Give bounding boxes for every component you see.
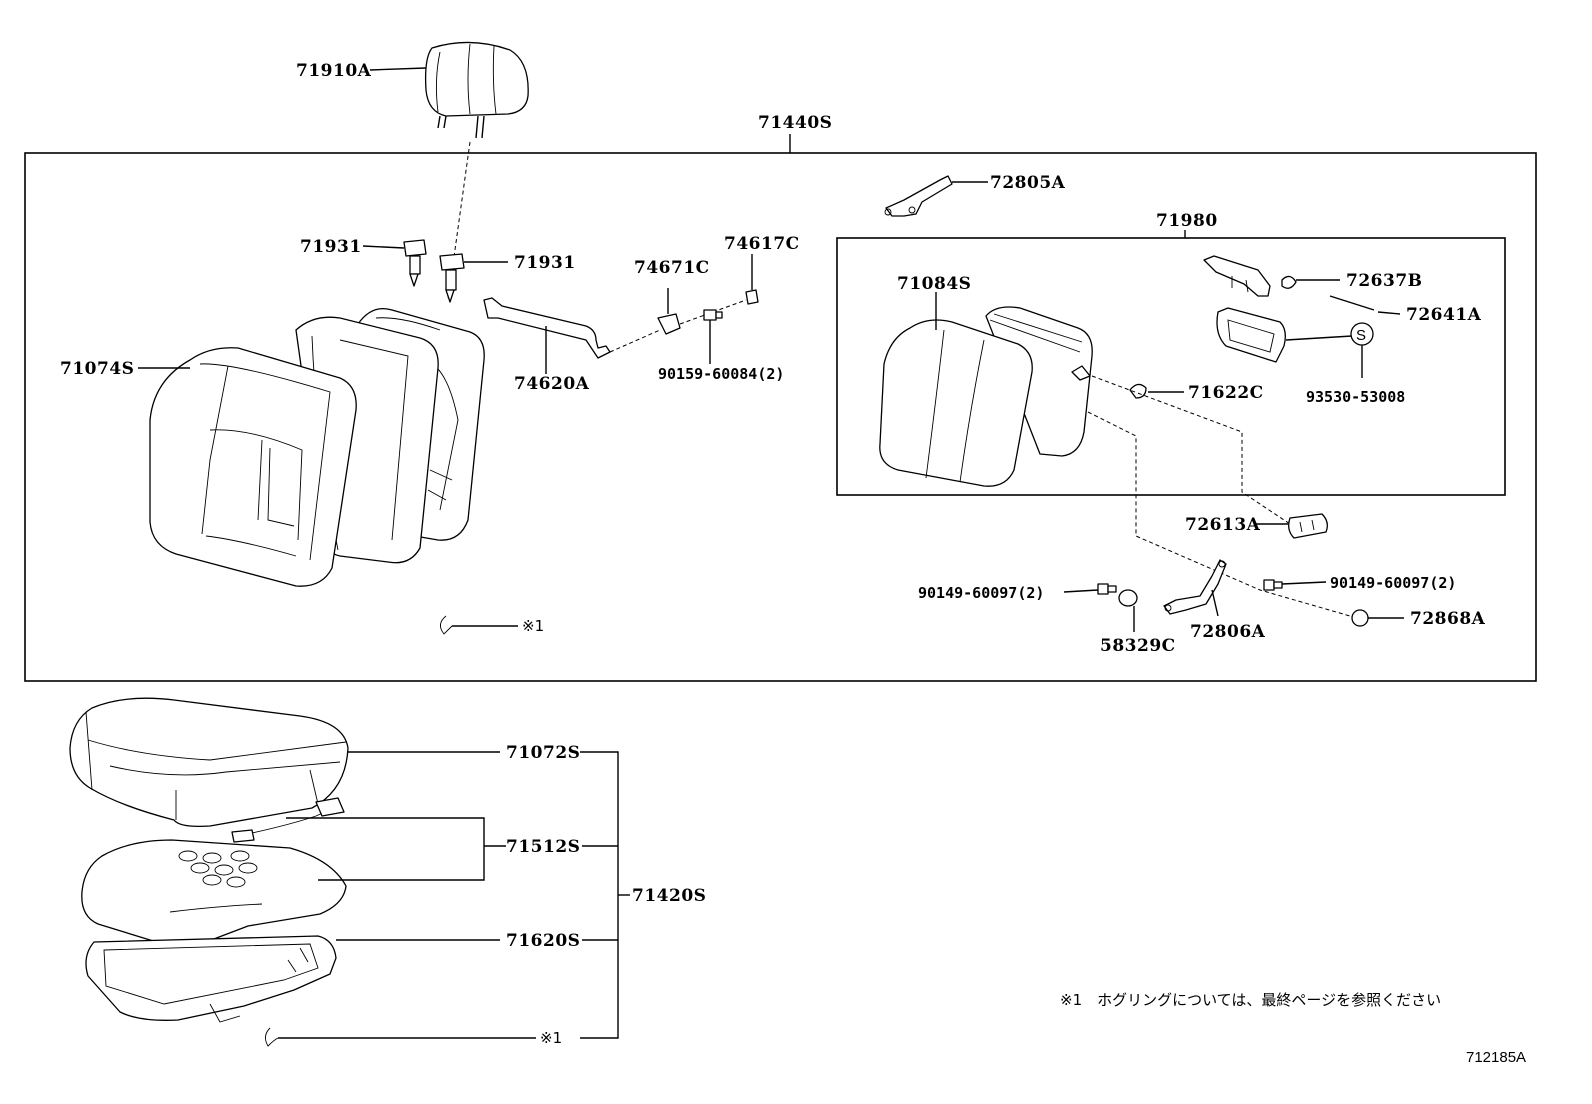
- cover-72637b-illustration: [1203, 255, 1271, 297]
- cushion-pad-label: 71620S: [506, 931, 580, 951]
- clip-74671c-icon: [657, 313, 681, 335]
- cover-b-label: 72637B: [1346, 271, 1423, 291]
- screw-90159-icon: [703, 309, 723, 321]
- cushion-pan-illustration: [85, 935, 337, 1023]
- heater-pad-illustration: [81, 839, 347, 947]
- pad-71084s-illustration: [879, 306, 1093, 487]
- sub-assembly-label: 71980: [1156, 211, 1218, 231]
- heater-connector-icon: [315, 797, 345, 817]
- back-assembly-frame: [24, 152, 1537, 682]
- back-cover-label: 71074S: [60, 359, 134, 379]
- support-left-label: 71931: [300, 237, 362, 257]
- handle-illustration: [1216, 307, 1286, 363]
- hinge-cover-72805a-illustration: [884, 175, 953, 217]
- support-right-label: 71931: [514, 253, 576, 273]
- cushion-cover-label: 71072S: [506, 743, 580, 763]
- washer-label: 58329C: [1100, 636, 1176, 656]
- diagram-code: 712185A: [1466, 1049, 1526, 1066]
- headrest-illustration: [424, 41, 529, 139]
- sub-assembly-frame: [836, 237, 1506, 496]
- screw-90149-left-icon: [1097, 583, 1117, 595]
- clip-b-label: 74617C: [724, 234, 800, 254]
- s-symbol: S: [1356, 327, 1366, 344]
- cushion-cover-illustration: [69, 697, 349, 828]
- rod-label: 72641A: [1406, 305, 1482, 325]
- screw-c-label: 90149-60097(2): [1330, 574, 1456, 592]
- knob-cover-72613a-illustration: [1288, 513, 1328, 539]
- hog-ring-icon: [440, 615, 453, 635]
- cap-icon: [1351, 609, 1369, 627]
- hog-ring-bottom-icon: [265, 1027, 279, 1047]
- screw-90149-right-icon: [1263, 579, 1283, 591]
- spring-icon: [1281, 275, 1297, 289]
- support-right-illustration: [439, 253, 465, 303]
- heater-label: 71512S: [506, 837, 580, 857]
- hinge-cover-label: 72805A: [990, 173, 1066, 193]
- washer-icon: [1118, 589, 1138, 607]
- bracket-74620a-illustration: [483, 297, 611, 359]
- bushing-label: 71622C: [1188, 383, 1264, 403]
- clip-a-label: 74671C: [634, 258, 710, 278]
- back-assembly-label: 71440S: [758, 113, 832, 133]
- s-part-label: 93530-53008: [1306, 388, 1405, 406]
- headrest-label: 71910A: [296, 61, 372, 81]
- hog-ring-bottom-label: ※1: [540, 1029, 562, 1047]
- support-left-illustration: [403, 239, 427, 287]
- bushing-icon: [1129, 383, 1147, 399]
- cushion-assy-label: 71420S: [632, 886, 706, 906]
- screw-b-label: 90149-60097(2): [918, 584, 1044, 602]
- pad-label: 71084S: [897, 274, 971, 294]
- hinge-b-label: 72806A: [1190, 622, 1266, 642]
- knob-cover-label: 72613A: [1185, 515, 1261, 535]
- footnote: ※1 ホグリングについては、最終ページを参照ください: [1060, 991, 1441, 1009]
- clip-74617c-icon: [745, 289, 759, 305]
- bracket-a-label: 74620A: [514, 374, 590, 394]
- hinge-72806a-illustration: [1163, 559, 1227, 615]
- seat-back-cover-illustration: [149, 307, 485, 587]
- hog-ring-top-label: ※1: [522, 617, 544, 635]
- cap-label: 72868A: [1410, 609, 1486, 629]
- screw-a-label: 90159-60084(2): [658, 365, 784, 383]
